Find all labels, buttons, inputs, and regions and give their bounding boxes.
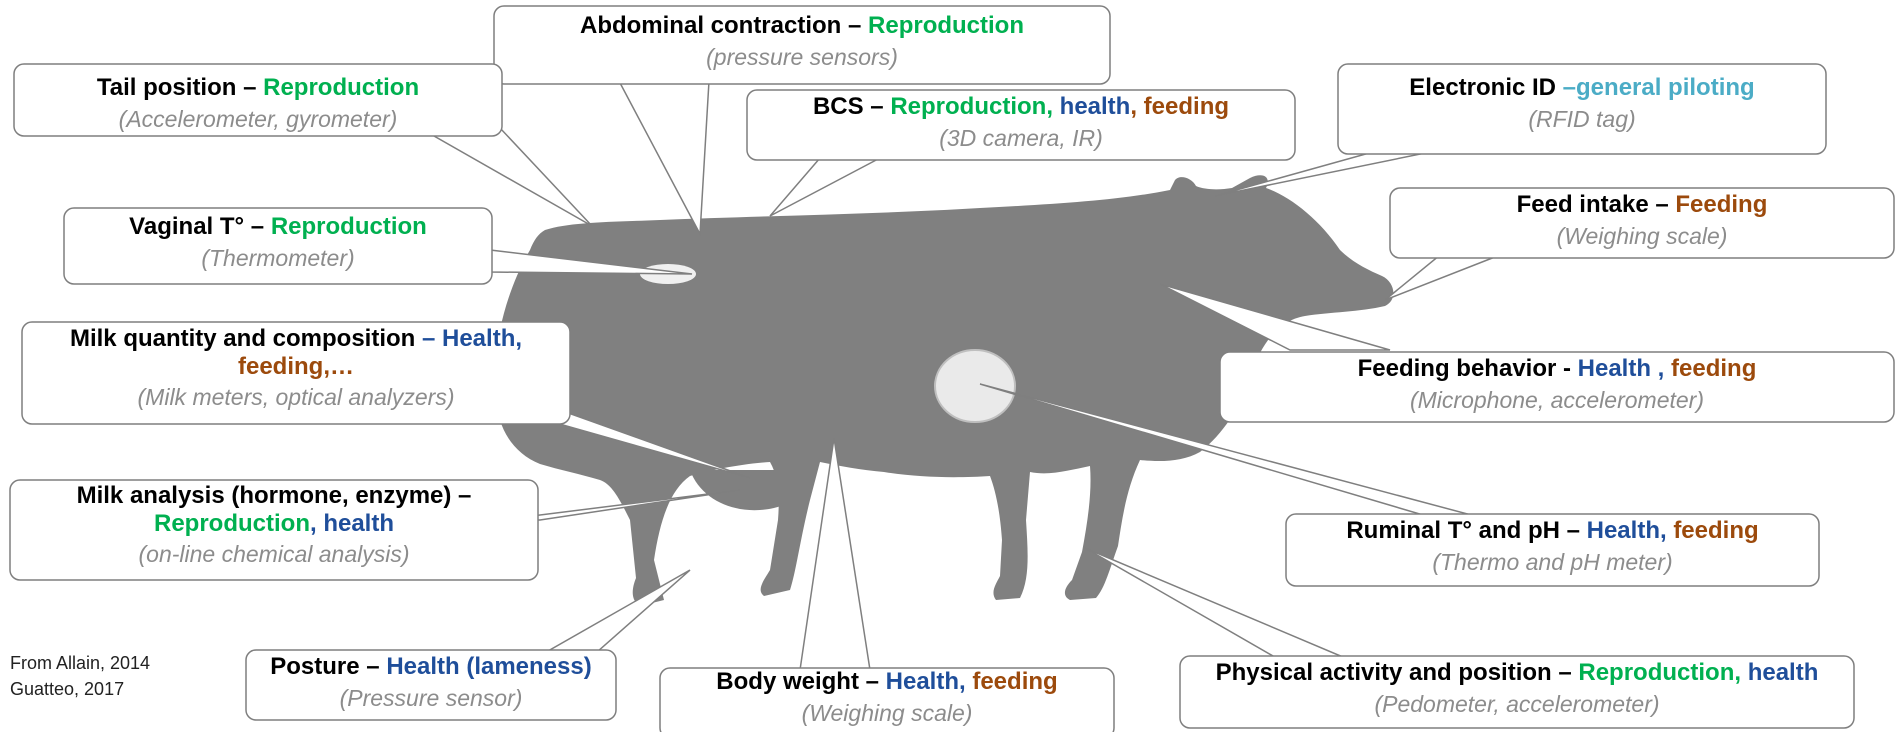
callout-title: Tail position –: [97, 74, 263, 101]
callout-title: Ruminal T° and pH –: [1346, 517, 1586, 544]
category-reproduction: Reproduction,: [890, 93, 1059, 120]
callout-activity: Physical activity and position – Reprodu…: [1180, 659, 1854, 717]
callout-feed-intake: Feed intake – Feeding (Weighing scale): [1390, 191, 1894, 249]
category-reproduction: Reproduction: [154, 510, 310, 537]
callout-title: Feed intake –: [1517, 191, 1676, 218]
category-feeding: feeding: [972, 668, 1057, 695]
category-reproduction: Reproduction: [263, 74, 419, 101]
callout-eid: Electronic ID –general piloting (RFID ta…: [1338, 74, 1826, 132]
callout-sensor: (Weighing scale): [1390, 223, 1894, 249]
category-health: health: [1748, 659, 1819, 686]
callout-milk-quantity: Milk quantity and composition – Health, …: [22, 325, 570, 411]
category-health: – Health,: [422, 325, 522, 352]
callout-title: Posture –: [270, 653, 386, 680]
pointer-bcs: [770, 158, 880, 216]
callout-sensor: (Accelerometer, gyrometer): [14, 106, 502, 132]
callout-sensor: (pressure sensors): [494, 44, 1110, 70]
category-reproduction: Reproduction,: [1578, 659, 1747, 686]
callout-title: Electronic ID: [1409, 74, 1562, 101]
source-line: Guatteo, 2017: [10, 676, 150, 702]
pointer-abdominal: [610, 64, 710, 234]
category-feeding: feeding: [1671, 355, 1756, 382]
callout-posture: Posture – Health (lameness) (Pressure se…: [246, 653, 616, 711]
callout-title: BCS –: [813, 93, 890, 120]
callout-title: Vaginal T° –: [129, 213, 271, 240]
category-feeding: feeding: [1673, 517, 1758, 544]
callout-vaginal: Vaginal T° – Reproduction (Thermometer): [64, 213, 492, 271]
category-health: Health,: [886, 668, 973, 695]
callout-ruminal: Ruminal T° and pH – Health, feeding (The…: [1286, 517, 1819, 575]
category-reproduction: Reproduction: [271, 213, 427, 240]
callout-title: Milk quantity and composition: [70, 325, 422, 352]
category-health: health: [1060, 93, 1131, 120]
callout-title: Abdominal contraction –: [580, 12, 868, 39]
callout-title: Body weight –: [716, 668, 885, 695]
callout-tail: Tail position – Reproduction (Accelerome…: [14, 74, 502, 132]
category-feeding: , feeding: [1130, 93, 1229, 120]
callout-feeding-behavior: Feeding behavior - Health , feeding (Mic…: [1220, 355, 1894, 413]
rumen-marker: [935, 350, 1015, 422]
callout-sensor: (Milk meters, optical analyzers): [22, 384, 570, 410]
callout-title: Feeding behavior -: [1358, 355, 1578, 382]
callout-sensor: (RFID tag): [1338, 106, 1826, 132]
callout-sensor: (Pressure sensor): [246, 685, 616, 711]
callout-sensor: (on-line chemical analysis): [10, 541, 538, 567]
callout-title: Physical activity and position –: [1216, 659, 1579, 686]
callout-title: Milk analysis (hormone, enzyme) –: [77, 482, 472, 509]
category-reproduction: Reproduction: [868, 12, 1024, 39]
category-health: , health: [310, 510, 394, 537]
pointer-feedintake: [1385, 255, 1500, 300]
callout-bcs: BCS – Reproduction, health, feeding (3D …: [747, 93, 1295, 151]
callout-sensor: (Pedometer, accelerometer): [1180, 691, 1854, 717]
category-general-piloting: –general piloting: [1563, 74, 1755, 101]
callout-sensor: (Thermo and pH meter): [1286, 549, 1819, 575]
category-health: Health (lameness): [386, 653, 591, 680]
callout-sensor: (Thermometer): [64, 245, 492, 271]
category-feeding: feeding,…: [238, 353, 354, 380]
source-line: From Allain, 2014: [10, 650, 150, 676]
callout-sensor: (Microphone, accelerometer): [1220, 387, 1894, 413]
callout-body-weight: Body weight – Health, feeding (Weighing …: [660, 668, 1114, 726]
source-citation: From Allain, 2014 Guatteo, 2017: [10, 650, 150, 702]
category-feeding: Feeding: [1675, 191, 1767, 218]
category-health: Health ,: [1578, 355, 1671, 382]
category-health: Health,: [1587, 517, 1674, 544]
callout-abdominal: Abdominal contraction – Reproduction (pr…: [494, 12, 1110, 70]
callout-sensor: (Weighing scale): [660, 700, 1114, 726]
callout-sensor: (3D camera, IR): [747, 125, 1295, 151]
callout-milk-analysis: Milk analysis (hormone, enzyme) – Reprod…: [10, 482, 538, 568]
